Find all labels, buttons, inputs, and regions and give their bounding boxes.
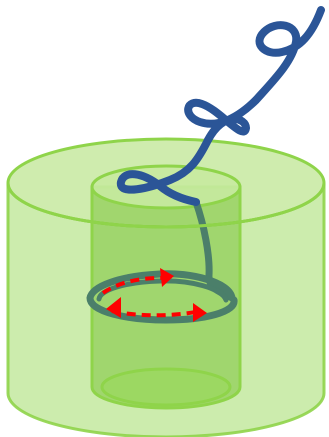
strand-upper-coil [252, 6, 325, 104]
counterclockwise-arrow-front-icon [193, 303, 207, 322]
direction-arrows [101, 268, 207, 322]
outer-cylinder-front-rim [6, 182, 326, 229]
counterclockwise-arrow-left-icon [106, 297, 121, 318]
strand-lower-coil [116, 136, 212, 206]
counterclockwise-arrow-right-icon [160, 268, 174, 287]
strand-outside [116, 6, 325, 206]
inner-bore-bottom [100, 367, 232, 407]
strand-middle-coil [184, 96, 260, 144]
